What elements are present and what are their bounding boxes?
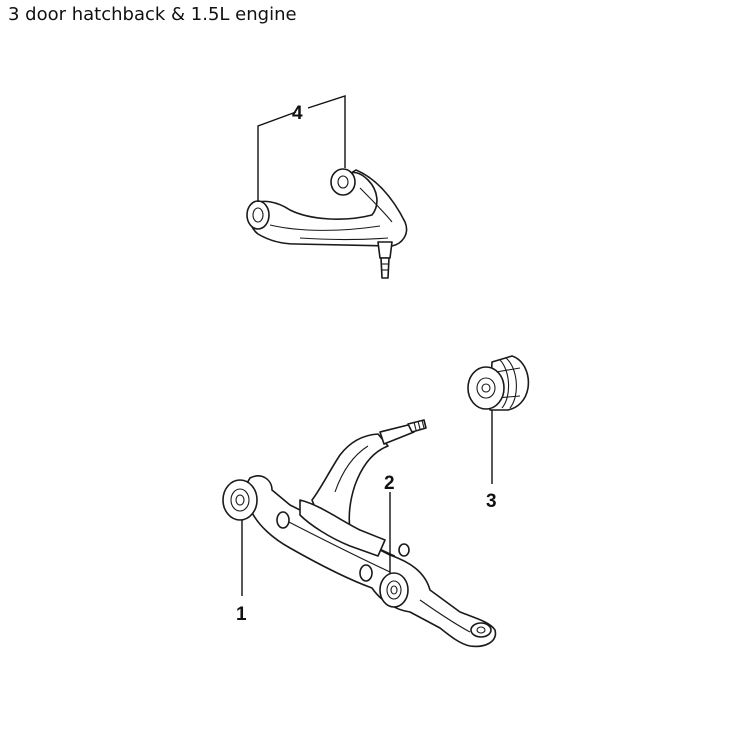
lower-arm-rear-bushing: [379, 572, 409, 608]
callout-2: 2: [384, 473, 395, 494]
compliance-bushing[interactable]: [467, 355, 530, 411]
diagram-title: 3 door hatchback & 1.5L engine: [8, 4, 297, 25]
lower-arm-front-bushing: [222, 479, 258, 521]
lower-control-arm[interactable]: [222, 419, 497, 648]
callout-4-leader: [257, 95, 346, 202]
upper-arm-front-bushing: [246, 200, 270, 230]
callout-4: 4: [292, 103, 303, 124]
callout-1: 1: [236, 604, 247, 625]
upper-arm-rear-bushing: [330, 168, 356, 196]
upper-ball-joint: [377, 241, 393, 259]
upper-control-arm[interactable]: [246, 168, 408, 279]
callout-3: 3: [486, 491, 497, 512]
